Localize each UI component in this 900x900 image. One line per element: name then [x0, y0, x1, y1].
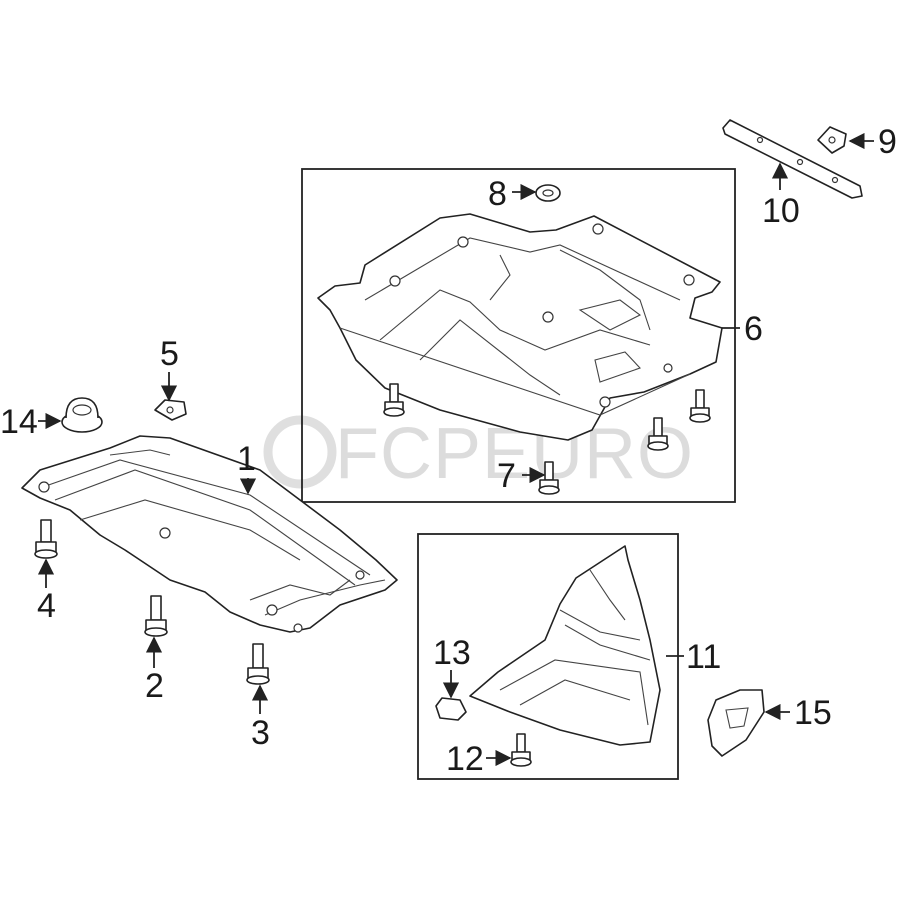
callout-4: 4 — [37, 587, 56, 625]
callout-9: 9 — [878, 123, 897, 161]
part-2-bolt — [144, 595, 168, 637]
part-7-bolts — [383, 383, 711, 495]
callout-14: 14 — [0, 403, 38, 441]
leader-lines — [37, 132, 874, 767]
part-13-clip — [435, 697, 467, 721]
callout-5: 5 — [160, 335, 179, 373]
callout-7: 7 — [497, 457, 516, 495]
callout-1: 1 — [237, 440, 256, 478]
callout-10: 10 — [762, 192, 800, 230]
watermark-logo: FCPEURO — [263, 414, 693, 494]
group-box-6 — [301, 168, 736, 503]
part-10-mounting-strip — [722, 119, 863, 199]
part-9-clip-nut — [817, 126, 847, 154]
part-14-grommet — [61, 397, 103, 433]
part-4-bolt — [34, 519, 58, 559]
part-1-rear-shield — [21, 435, 398, 633]
part-8-grommet — [535, 184, 561, 202]
part-15-bracket — [707, 689, 765, 757]
callout-8: 8 — [488, 175, 507, 213]
part-11-side-shield — [469, 545, 661, 746]
callout-15: 15 — [794, 694, 832, 732]
callout-11: 11 — [686, 638, 721, 676]
part-6-engine-shield — [317, 213, 723, 441]
part-5-clip — [154, 399, 187, 421]
callout-6: 6 — [744, 310, 763, 348]
callout-13: 13 — [433, 634, 471, 672]
callout-3: 3 — [251, 714, 270, 752]
part-12-bolt — [510, 733, 532, 767]
callout-12: 12 — [446, 740, 484, 778]
callout-labels: 1 2 3 4 5 6 7 8 9 10 11 12 13 14 15 — [0, 123, 897, 778]
part-3-bolt — [246, 643, 270, 685]
callout-2: 2 — [145, 667, 164, 705]
